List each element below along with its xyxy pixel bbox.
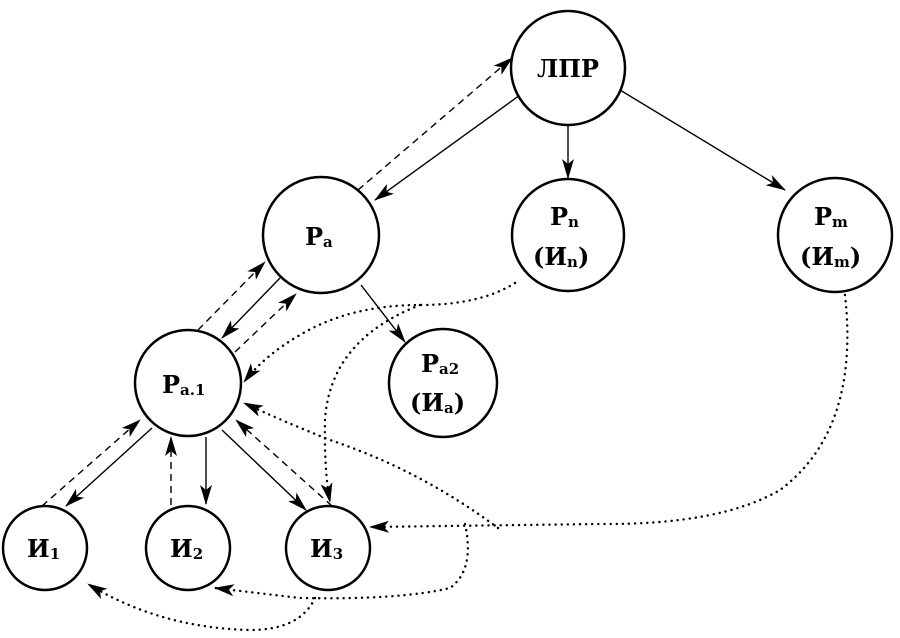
node-i1: И1 bbox=[1, 504, 89, 592]
edge-pa1-pa bbox=[197, 261, 266, 331]
node-label: И2 bbox=[170, 534, 203, 563]
node-label: Pn bbox=[550, 202, 579, 231]
node-lpr: ЛПР bbox=[509, 9, 627, 127]
node-pa: Pa bbox=[261, 175, 381, 295]
node-pm: Pm (Иm) bbox=[776, 176, 894, 294]
node-label: Pa.1 bbox=[162, 370, 205, 399]
edge-pa-lpr bbox=[357, 57, 513, 191]
node-label: И3 bbox=[310, 534, 343, 563]
node-pa2: Pa2 (Иa) bbox=[387, 327, 499, 439]
edge-pa1-i3 bbox=[221, 429, 307, 511]
node-label: Pm bbox=[814, 202, 848, 231]
edge-pn-i3 bbox=[320, 303, 422, 504]
node-label: ЛПР bbox=[537, 54, 599, 83]
edge-i1-pa1 bbox=[41, 419, 141, 507]
node-label: И1 bbox=[27, 534, 60, 563]
edge-pa1-pa-2 bbox=[234, 293, 297, 353]
dotted-edges bbox=[86, 281, 849, 632]
node-label-2: (Иa) bbox=[410, 388, 465, 417]
node-label-2: (Иn) bbox=[533, 242, 589, 271]
node-i2: И2 bbox=[144, 504, 232, 592]
node-label: Pa2 bbox=[421, 349, 459, 378]
node-label: Pa bbox=[305, 222, 333, 251]
edge-pn-pa1 bbox=[242, 281, 517, 384]
node-i3: И3 bbox=[284, 504, 372, 592]
edge-x-i1 bbox=[86, 582, 317, 632]
edge-x-i2 bbox=[213, 522, 469, 600]
node-pn: Pn (Иn) bbox=[510, 177, 626, 293]
node-pa1: Pa.1 bbox=[133, 328, 243, 438]
edge-pa1-i1 bbox=[65, 427, 153, 507]
edge-lpr-pm bbox=[619, 89, 786, 191]
edge-i3-pa1 bbox=[242, 401, 500, 530]
node-label-2: (Иm) bbox=[800, 242, 861, 271]
edge-pa-pa1 bbox=[221, 277, 281, 339]
edge-pa-pa2 bbox=[360, 284, 406, 343]
dashed-edges bbox=[41, 57, 513, 507]
edge-i3-pa1 bbox=[235, 419, 333, 507]
solid-edges bbox=[65, 89, 786, 511]
edge-lpr-pa bbox=[374, 94, 521, 201]
